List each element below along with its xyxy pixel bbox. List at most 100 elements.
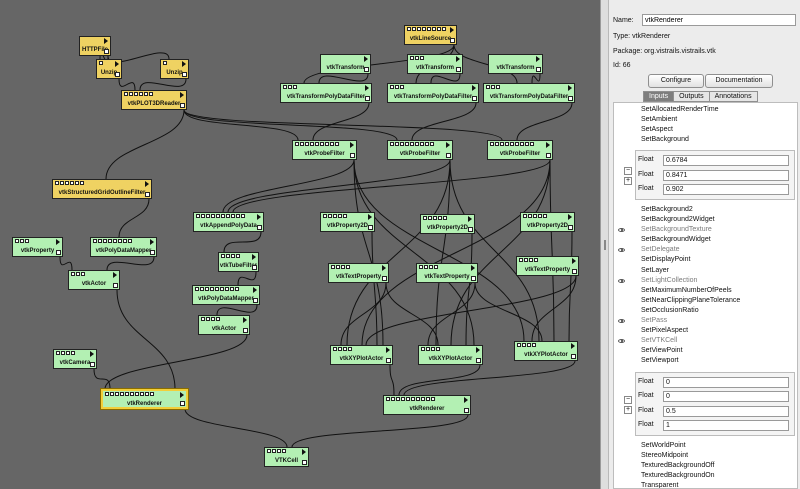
- input-port[interactable]: [65, 181, 69, 185]
- input-port[interactable]: [71, 351, 75, 355]
- connection-wire[interactable]: [516, 102, 573, 141]
- connection-wire[interactable]: [474, 282, 543, 342]
- input-port[interactable]: [211, 317, 215, 321]
- module-pdmapper2[interactable]: vtkPolyDataMapper: [192, 285, 260, 305]
- input-port[interactable]: [130, 392, 134, 396]
- connection-wire[interactable]: [93, 368, 111, 390]
- input-port[interactable]: [60, 181, 64, 185]
- connection-wire[interactable]: [183, 109, 398, 141]
- connection-wire[interactable]: [353, 159, 384, 346]
- connection-wire[interactable]: [398, 364, 481, 396]
- module-vtkproperty[interactable]: vtkProperty: [12, 237, 63, 257]
- connection-wire[interactable]: [223, 231, 262, 253]
- visibility-eye-icon[interactable]: [618, 278, 625, 283]
- visibility-eye-icon[interactable]: [618, 228, 625, 233]
- input-port[interactable]: [525, 142, 529, 146]
- expand-triangle-icon[interactable]: [468, 216, 472, 222]
- module-linesource[interactable]: vtkLineSource: [404, 25, 457, 45]
- input-port[interactable]: [434, 265, 438, 269]
- connection-wire[interactable]: [184, 408, 288, 448]
- input-port[interactable]: [288, 85, 292, 89]
- input-port[interactable]: [81, 272, 85, 276]
- output-port[interactable]: [104, 49, 109, 54]
- output-port[interactable]: [113, 283, 118, 288]
- input-port[interactable]: [206, 317, 210, 321]
- input-port[interactable]: [423, 216, 427, 220]
- output-port[interactable]: [150, 250, 155, 255]
- input-port[interactable]: [416, 397, 420, 401]
- module-textprop1[interactable]: vtkTextProperty: [328, 263, 389, 283]
- module-renderer1[interactable]: vtkRenderer: [100, 388, 189, 410]
- input-port[interactable]: [433, 216, 437, 220]
- input-port-item[interactable]: SetVTKCell: [641, 337, 678, 345]
- float-value-input[interactable]: 1: [663, 420, 789, 431]
- input-port[interactable]: [495, 142, 499, 146]
- tab-inputs[interactable]: Inputs: [643, 91, 675, 102]
- output-port[interactable]: [90, 362, 95, 367]
- module-tpdf2[interactable]: vtkTransformPolyDataFilter: [387, 83, 479, 103]
- input-port[interactable]: [430, 142, 434, 146]
- input-port-item[interactable]: SetMaximumNumberOfPeels: [641, 286, 732, 294]
- input-port[interactable]: [391, 397, 395, 401]
- connection-wire[interactable]: [531, 275, 577, 342]
- input-port[interactable]: [442, 27, 446, 31]
- input-port[interactable]: [420, 56, 424, 60]
- output-port[interactable]: [368, 225, 373, 230]
- input-port[interactable]: [236, 254, 240, 258]
- connection-wire[interactable]: [435, 159, 451, 346]
- input-port[interactable]: [410, 142, 414, 146]
- input-port[interactable]: [330, 142, 334, 146]
- input-port[interactable]: [421, 347, 425, 351]
- output-port[interactable]: [180, 103, 185, 108]
- input-port-item[interactable]: TexturedBackgroundOff: [641, 461, 715, 469]
- output-port[interactable]: [450, 38, 455, 43]
- output-port[interactable]: [468, 227, 473, 232]
- connection-wire[interactable]: [465, 233, 473, 346]
- connection-wire[interactable]: [340, 282, 387, 346]
- module-pdmapper1[interactable]: vtkPolyDataMapper: [90, 237, 157, 257]
- input-port[interactable]: [386, 397, 390, 401]
- connection-wire[interactable]: [549, 159, 555, 342]
- module-probe3[interactable]: vtkProbeFilter: [487, 140, 553, 160]
- input-port-item[interactable]: SetDelegate: [641, 246, 680, 254]
- input-port[interactable]: [236, 214, 240, 218]
- expand-triangle-icon[interactable]: [364, 56, 368, 62]
- expand-triangle-icon[interactable]: [302, 449, 306, 455]
- input-port[interactable]: [15, 239, 19, 243]
- input-port[interactable]: [335, 142, 339, 146]
- output-port[interactable]: [365, 96, 370, 101]
- input-port[interactable]: [491, 85, 495, 89]
- expand-triangle-icon[interactable]: [257, 214, 261, 220]
- input-port[interactable]: [118, 239, 122, 243]
- input-port[interactable]: [216, 214, 220, 218]
- input-port[interactable]: [496, 85, 500, 89]
- expand-triangle-icon[interactable]: [145, 181, 149, 187]
- input-port[interactable]: [144, 92, 148, 96]
- add-entry-button[interactable]: +: [624, 177, 632, 186]
- input-port[interactable]: [139, 92, 143, 96]
- connection-wire[interactable]: [105, 109, 185, 180]
- input-port[interactable]: [120, 392, 124, 396]
- input-port[interactable]: [55, 181, 59, 185]
- input-port[interactable]: [490, 142, 494, 146]
- input-port[interactable]: [80, 181, 84, 185]
- input-port[interactable]: [427, 27, 431, 31]
- input-port[interactable]: [505, 142, 509, 146]
- connection-wire[interactable]: [116, 289, 176, 390]
- input-port[interactable]: [426, 347, 430, 351]
- output-port[interactable]: [536, 67, 541, 72]
- remove-entry-button[interactable]: −: [624, 167, 632, 176]
- input-port[interactable]: [66, 351, 70, 355]
- output-port[interactable]: [56, 250, 61, 255]
- input-port[interactable]: [407, 27, 411, 31]
- input-port-item[interactable]: SetBackgroundTexture: [641, 226, 712, 234]
- input-port[interactable]: [343, 347, 347, 351]
- expand-triangle-icon[interactable]: [450, 27, 454, 33]
- input-port[interactable]: [405, 142, 409, 146]
- input-port[interactable]: [417, 27, 421, 31]
- output-port[interactable]: [252, 265, 257, 270]
- expand-triangle-icon[interactable]: [456, 56, 460, 62]
- input-port-item[interactable]: StereoMidpoint: [641, 451, 689, 459]
- input-port-item[interactable]: SetViewPoint: [641, 347, 683, 355]
- output-port[interactable]: [145, 192, 150, 197]
